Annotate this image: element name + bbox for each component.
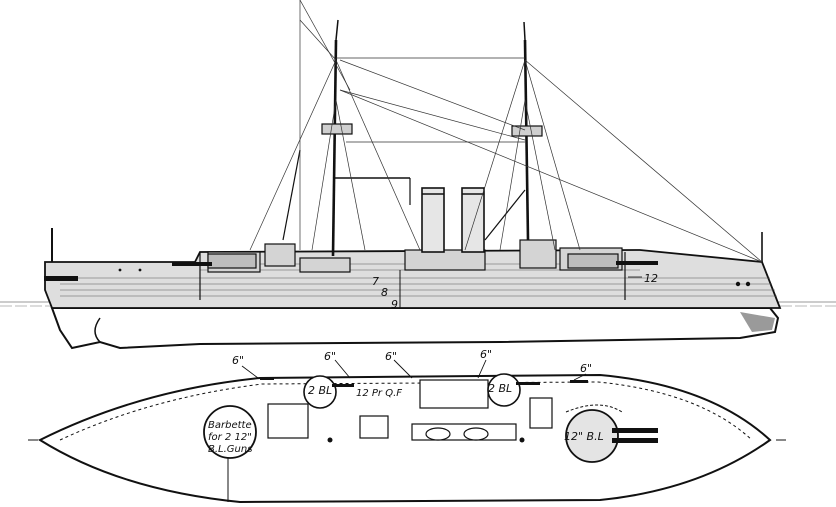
label-barbette-line1: Barbette bbox=[208, 420, 252, 431]
label-belt-middle: 8 bbox=[381, 286, 388, 299]
aft-turret bbox=[172, 253, 257, 269]
fwd-main-turret bbox=[565, 404, 658, 463]
funnel-fwd bbox=[461, 187, 485, 253]
label-secondary-aft: 6" bbox=[324, 350, 336, 363]
rigging bbox=[249, 0, 763, 263]
label-barbette-line2: for 2 12" bbox=[208, 432, 252, 443]
label-secondary-aft-stbd: 6" bbox=[232, 354, 244, 367]
label-secondary-fwd: 6" bbox=[480, 348, 492, 361]
fwd-turret bbox=[567, 253, 658, 269]
label-belt-lower: 9 bbox=[391, 298, 398, 311]
portholes bbox=[118, 268, 751, 287]
plan-view: 6" 6" 6" 6" 6" 12 Pr Q.F 2 BL 2 BL 12" B… bbox=[28, 348, 790, 504]
label-qf-battery: 12 Pr Q.F bbox=[356, 388, 402, 399]
funnel-aft bbox=[421, 187, 445, 253]
casemate-guns bbox=[260, 377, 588, 387]
label-aft-gun-calibre: 12 bbox=[644, 272, 658, 285]
label-main-turret: 12" B.L bbox=[564, 430, 604, 443]
label-casemate-aft: 2 BL bbox=[308, 384, 332, 397]
plan-funnels bbox=[425, 427, 489, 441]
profile-view: 12 7 8 9 bbox=[0, 0, 836, 350]
aft-barbette bbox=[203, 405, 257, 459]
lower-hull bbox=[50, 307, 780, 350]
masts bbox=[282, 19, 543, 257]
label-secondary-mid: 6" bbox=[385, 350, 397, 363]
funnels bbox=[421, 187, 485, 253]
label-secondary-bow: 6" bbox=[580, 362, 592, 375]
label-belt-upper: 7 bbox=[372, 275, 379, 288]
deck-outline bbox=[37, 373, 772, 504]
label-barbette-line3: B.L.Guns bbox=[208, 444, 252, 455]
casemates bbox=[303, 373, 521, 409]
label-casemate-fwd: 2 BL bbox=[488, 382, 512, 395]
